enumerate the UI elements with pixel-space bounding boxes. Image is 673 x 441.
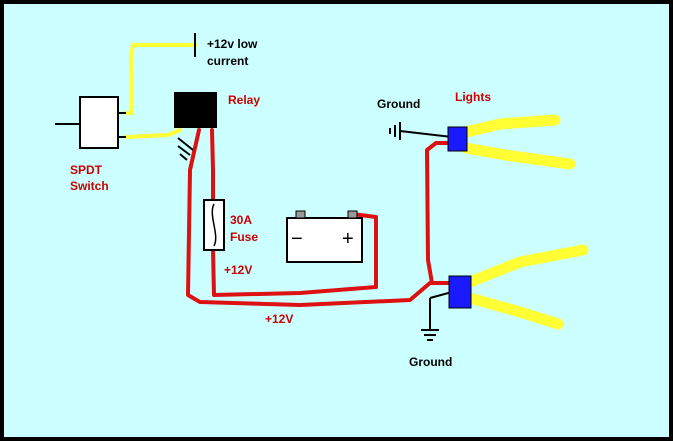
ground-bottom-symbol xyxy=(421,291,453,341)
battery-minus-label: − xyxy=(291,228,303,250)
supply-label-line-2: current xyxy=(207,54,248,68)
top-light-connector xyxy=(447,126,468,152)
battery-plus-label: + xyxy=(342,228,354,250)
bottom-light-beam-2 xyxy=(464,292,564,330)
light-beams xyxy=(460,114,589,330)
voltage-label-upper: +12V xyxy=(224,263,252,277)
wire-supply-to-switch xyxy=(124,43,197,115)
fuse-label-line-1: 30A xyxy=(230,213,252,227)
voltage-label-lower: +12V xyxy=(265,312,293,326)
bottom-light-connector xyxy=(448,275,472,309)
ground-top-symbol xyxy=(389,122,453,140)
relay xyxy=(174,92,217,161)
wire-relay-to-junction xyxy=(186,128,452,307)
wire-relay-fuse-battery xyxy=(210,128,378,297)
ground-bottom-label: Ground xyxy=(409,355,452,369)
fuse xyxy=(203,199,225,251)
top-light-beam-2 xyxy=(460,142,576,170)
bottom-light-beam-1 xyxy=(464,244,589,288)
yellow-wires xyxy=(124,43,197,139)
red-wires xyxy=(186,128,454,307)
switch-label-line-1: SPDT xyxy=(70,163,103,177)
spdt-switch xyxy=(55,96,126,149)
light-connectors xyxy=(447,126,472,309)
relay-label: Relay xyxy=(228,93,260,107)
switch-label-line-2: Switch xyxy=(70,179,109,193)
wire-junction-to-top-light xyxy=(425,141,454,285)
lights-label: Lights xyxy=(455,90,491,104)
fuse-label-line-2: Fuse xyxy=(230,230,258,244)
wire-switch-to-relay xyxy=(124,128,182,139)
battery xyxy=(286,210,363,263)
top-light-beam-1 xyxy=(460,114,561,138)
ground-top-label: Ground xyxy=(377,97,420,111)
supply-label-line-1: +12v low xyxy=(207,37,258,51)
